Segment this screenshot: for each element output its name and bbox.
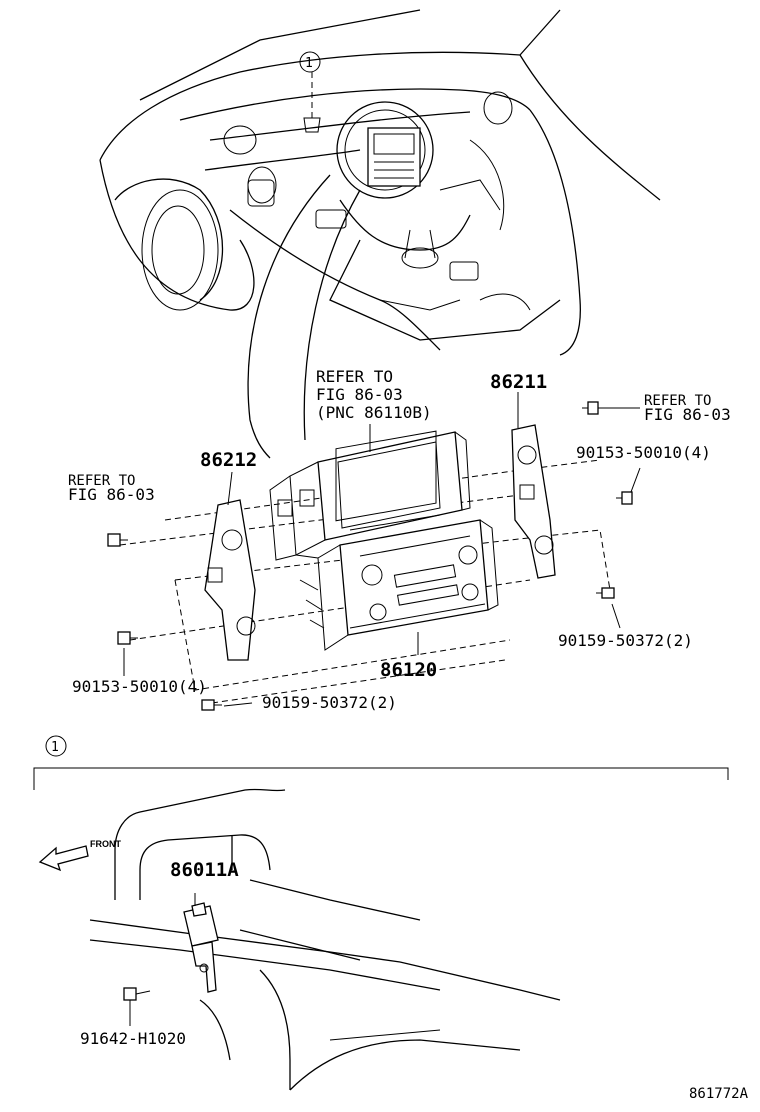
refer-to-right-line1: REFER TO	[644, 393, 711, 409]
bolt-90159-right	[596, 587, 615, 599]
refer-to-center-line3: (PNC 86110B)	[316, 403, 432, 422]
bolt-90153-left-top	[107, 533, 128, 547]
detail-callout-1: 1	[33, 735, 729, 790]
refer-to-right-line2: FIG 86-03	[644, 405, 731, 424]
refer-to-center-line2: FIG 86-03	[316, 385, 403, 404]
part-label-86011A: 86011A	[170, 859, 239, 881]
refer-to-left-line1: REFER TO	[68, 473, 135, 489]
bolt-90153-right-top	[582, 401, 599, 415]
bolt-90153-right-lower	[616, 491, 633, 505]
detail-illustration	[38, 788, 561, 1091]
part-label-86211: 86211	[490, 371, 547, 393]
callout-number-top: 1	[305, 56, 313, 71]
part-label-90153-right: 90153-50010(4)	[576, 443, 711, 462]
part-label-90159-left: 90159-50372(2)	[262, 693, 397, 712]
callout-number-detail: 1	[51, 740, 59, 755]
refer-to-center-line1: REFER TO	[316, 367, 393, 386]
dashboard-illustration	[99, 9, 661, 459]
figure-id: 861772A	[689, 1086, 749, 1102]
bolt-90153-left-lower	[117, 631, 138, 645]
part-label-90153-left: 90153-50010(4)	[72, 677, 207, 696]
refer-to-left-line2: FIG 86-03	[68, 485, 155, 504]
front-label: FRONT	[90, 839, 121, 849]
detail-labels: FRONT 86011A 91642-H1020 861772A	[80, 839, 749, 1102]
bolt-90159-left	[201, 699, 222, 711]
part-label-86120: 86120	[380, 659, 437, 681]
front-arrow-icon	[38, 845, 89, 872]
head-unit-exploded-view	[107, 392, 641, 711]
part-label-90159-right: 90159-50372(2)	[558, 631, 693, 650]
part-label-91642: 91642-H1020	[80, 1029, 186, 1048]
callout-1-top: 1	[299, 51, 321, 73]
part-label-86212: 86212	[200, 449, 257, 471]
upper-labels: REFER TO FIG 86-03 (PNC 86110B) 86211 RE…	[68, 367, 731, 712]
